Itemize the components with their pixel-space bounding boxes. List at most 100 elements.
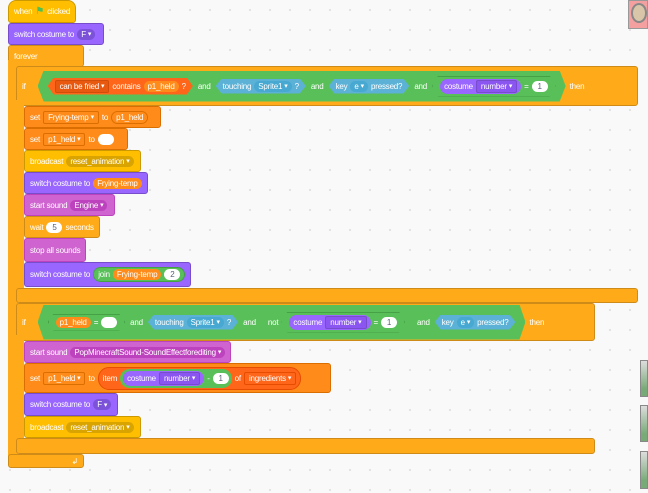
block-label: switch costume to: [30, 270, 91, 279]
join-input[interactable]: 2: [164, 269, 181, 280]
sprite-thumbnail[interactable]: [628, 0, 648, 29]
eq-label: =: [524, 81, 529, 91]
if-block-2[interactable]: if p1_held = and touching Sprite1 ? and …: [16, 303, 595, 341]
key-pressed-condition[interactable]: key e pressed?: [435, 315, 516, 330]
loop-arrow-icon: ↲: [71, 456, 78, 466]
sound-dropdown[interactable]: Engine: [70, 199, 108, 211]
if-bottom-1: [16, 288, 638, 303]
join-reporter[interactable]: join Frying-temp 2: [93, 267, 186, 282]
seconds-label: seconds: [65, 222, 94, 232]
key-dropdown[interactable]: e: [350, 81, 368, 92]
block-label: start sound: [30, 200, 68, 210]
set-label: set: [30, 112, 41, 122]
contains-label: contains: [112, 81, 141, 91]
sound-dropdown[interactable]: PopMinecraftSound-SoundEffectforediting: [70, 346, 226, 358]
touching-dropdown[interactable]: Sprite1: [254, 81, 291, 92]
start-sound-block[interactable]: start sound PopMinecraftSound-SoundEffec…: [24, 341, 232, 363]
broadcast-label: broadcast: [30, 156, 64, 166]
if-bottom-2: [16, 438, 595, 454]
and-operator[interactable]: can be fried contains p1_held ? and touc…: [38, 71, 566, 102]
frying-temp-reporter[interactable]: Frying-temp: [93, 177, 142, 189]
equals-condition[interactable]: costume number = 1: [432, 76, 556, 97]
wait-block[interactable]: wait 5 seconds: [24, 216, 100, 238]
q-label: ?: [181, 81, 186, 91]
and-operator[interactable]: p1_held = and touching Sprite1 ? and not…: [38, 305, 526, 340]
forever-block[interactable]: forever: [8, 45, 84, 67]
equals-condition[interactable]: p1_held =: [48, 314, 126, 331]
block-label: start sound: [30, 347, 68, 357]
set-variable-block[interactable]: set p1_held to item costume number - 1 o…: [24, 363, 331, 393]
switch-costume-block[interactable]: switch costume to Frying-temp: [24, 172, 148, 194]
not-operator[interactable]: not costume number = 1: [261, 310, 412, 335]
set-label: set: [30, 134, 41, 144]
variable-dropdown[interactable]: p1_held: [43, 371, 86, 385]
costume-prop-dropdown[interactable]: number: [158, 371, 201, 385]
touching-label: touching: [222, 81, 252, 91]
pressed-label: pressed?: [477, 317, 509, 327]
seconds-input[interactable]: 5: [46, 221, 63, 233]
touching-dropdown[interactable]: Sprite1: [187, 317, 224, 328]
costume-dropdown[interactable]: F: [93, 399, 112, 410]
p1-held-reporter[interactable]: p1_held: [56, 317, 91, 328]
subtract-operator[interactable]: costume number - 1: [120, 368, 232, 388]
costume-reporter[interactable]: costume number: [440, 79, 521, 94]
if-label: if: [22, 317, 26, 327]
forever-bottom: ↲: [8, 454, 84, 468]
and-label: and: [416, 317, 430, 327]
to-label: to: [101, 112, 109, 122]
list-contains-condition[interactable]: can be fried contains p1_held ?: [48, 78, 193, 95]
costume-prop-dropdown[interactable]: number: [325, 316, 366, 329]
when-flag-clicked-block[interactable]: when ⚑ clicked: [8, 0, 77, 23]
variable-dropdown[interactable]: Frying-temp: [43, 110, 99, 124]
block-label: switch costume to: [14, 29, 75, 39]
stop-all-sounds-block[interactable]: stop all sounds: [24, 238, 87, 262]
switch-costume-block[interactable]: switch costume to join Frying-temp 2: [24, 262, 192, 287]
list-dropdown[interactable]: can be fried: [55, 80, 110, 93]
value-input[interactable]: [97, 133, 114, 145]
variable-dropdown[interactable]: p1_held: [43, 132, 86, 146]
image-icon[interactable]: [640, 405, 648, 442]
start-sound-block[interactable]: start sound Engine: [24, 194, 115, 216]
switch-costume-block[interactable]: switch costume to F: [8, 23, 104, 45]
green-flag-icon: ⚑: [35, 6, 45, 17]
key-pressed-condition[interactable]: key e pressed?: [329, 79, 410, 94]
message-dropdown[interactable]: reset_animation: [66, 421, 134, 433]
touching-condition[interactable]: touching Sprite1 ?: [148, 315, 238, 330]
p1-held-reporter[interactable]: p1_held: [144, 81, 179, 92]
forever-arm: [8, 60, 18, 460]
equals-condition[interactable]: costume number = 1: [281, 312, 405, 333]
set-variable-block[interactable]: set p1_held to: [24, 128, 128, 150]
join-label: join: [98, 270, 110, 279]
costume-dropdown[interactable]: F: [77, 28, 96, 40]
and-label: and: [414, 81, 428, 91]
image-icon[interactable]: [640, 451, 648, 489]
costume-label: costume: [127, 373, 156, 383]
value-input[interactable]: [101, 317, 117, 328]
costume-reporter[interactable]: costume number: [289, 315, 370, 330]
set-label: set: [30, 373, 41, 383]
frying-temp-reporter[interactable]: Frying-temp: [112, 269, 162, 280]
block-label: switch costume to: [30, 400, 91, 409]
value-input[interactable]: 1: [532, 81, 548, 92]
and-label: and: [310, 81, 324, 91]
value-input[interactable]: 1: [381, 317, 397, 328]
p1-held-reporter[interactable]: p1_held: [111, 110, 149, 124]
set-variable-block[interactable]: set Frying-temp to p1_held: [24, 106, 161, 128]
switch-costume-block[interactable]: switch costume to F: [24, 393, 118, 416]
if-block-1[interactable]: if can be fried contains p1_held ? and t…: [16, 66, 638, 106]
list-dropdown[interactable]: ingredients: [243, 371, 297, 385]
touching-condition[interactable]: touching Sprite1 ?: [216, 79, 306, 94]
item-of-list-reporter[interactable]: item costume number - 1 of ingredients: [97, 366, 302, 390]
number-input[interactable]: 1: [212, 372, 229, 384]
key-dropdown[interactable]: e: [457, 317, 475, 328]
broadcast-block[interactable]: broadcast reset_animation: [24, 150, 141, 172]
forever-label: forever: [14, 51, 38, 61]
message-dropdown[interactable]: reset_animation: [66, 155, 134, 167]
costume-reporter[interactable]: costume number: [123, 370, 205, 386]
eq-label: =: [93, 317, 99, 327]
pressed-label: pressed?: [371, 81, 403, 91]
q-label: ?: [294, 81, 299, 91]
broadcast-block[interactable]: broadcast reset_animation: [24, 416, 141, 438]
costume-prop-dropdown[interactable]: number: [476, 80, 517, 93]
image-icon[interactable]: [640, 360, 648, 397]
